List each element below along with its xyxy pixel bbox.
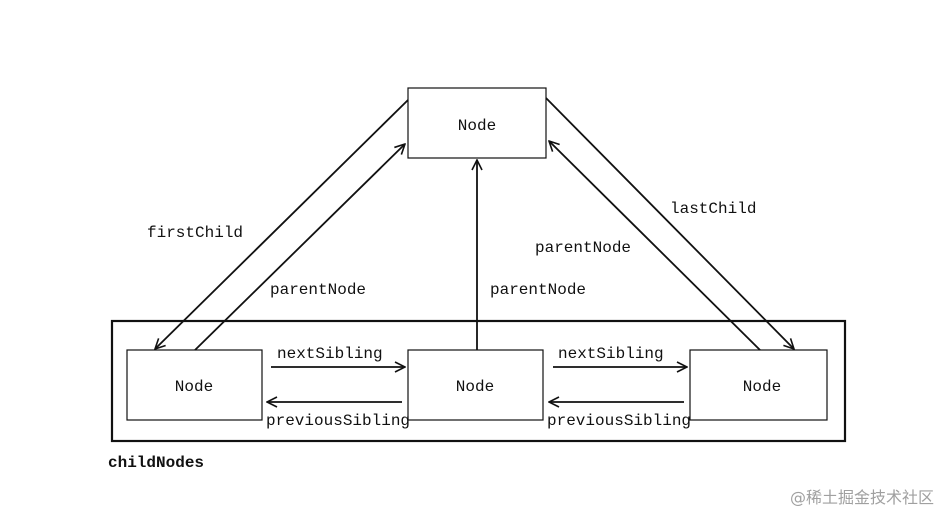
child-node-middle-box	[407, 349, 544, 421]
parent-node-label-left: parentNode	[270, 281, 366, 299]
last-child-arrow	[545, 97, 794, 349]
first-child-label: firstChild	[147, 224, 243, 242]
child-node-last-box	[689, 349, 828, 421]
next-sibling-label-1: nextSibling	[277, 345, 383, 363]
child-node-first-text: Node	[175, 378, 213, 396]
child-node-last-text: Node	[743, 378, 781, 396]
parent-node-box	[407, 87, 547, 159]
first-child-arrow	[155, 99, 409, 349]
previous-sibling-label-1: previousSibling	[266, 412, 410, 430]
child-node-first-box	[126, 349, 263, 421]
parent-node-text: Node	[458, 117, 496, 135]
parent-node-label-right: parentNode	[535, 239, 631, 257]
last-child-label: lastChild	[670, 200, 756, 218]
child-nodes-label: childNodes	[108, 454, 204, 472]
parent-node-arrow-left	[194, 144, 405, 351]
parent-node-label-middle: parentNode	[490, 281, 586, 299]
next-sibling-label-2: nextSibling	[558, 345, 664, 363]
watermark-text: @稀土掘金技术社区	[790, 488, 934, 507]
parent-node-arrow-right	[549, 141, 761, 351]
child-node-middle-text: Node	[456, 378, 494, 396]
previous-sibling-label-2: previousSibling	[547, 412, 691, 430]
child-nodes-container	[110, 319, 847, 443]
